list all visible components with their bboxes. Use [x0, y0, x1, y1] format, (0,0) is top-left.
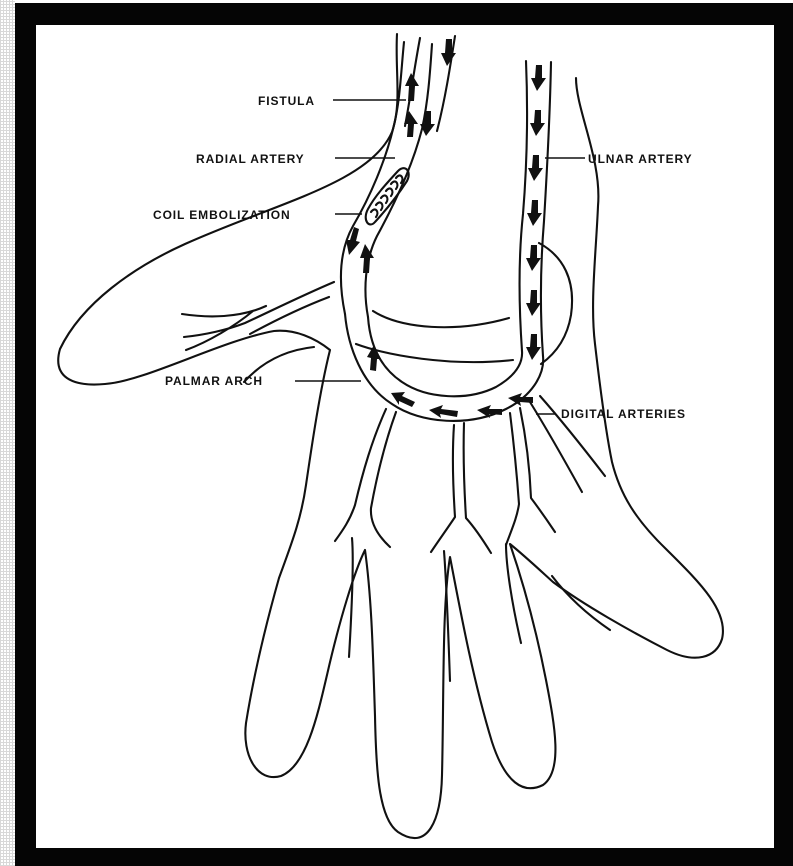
- arrow-arch-3: [429, 405, 458, 418]
- arrow-arch-1: [508, 393, 533, 406]
- arrow-ulnar-1: [531, 65, 546, 91]
- arrow-fistula-up-1: [405, 73, 419, 101]
- digital-artery-3: [506, 408, 555, 545]
- ulnar-artery-label: ULNAR ARTERY: [588, 152, 693, 166]
- arrow-ulnar-6: [526, 290, 541, 316]
- arrow-arch-2: [477, 405, 502, 418]
- arrow-ulnar-7: [526, 334, 541, 360]
- finger-gap-3: [506, 544, 521, 643]
- coil-embolization-label: COIL EMBOLIZATION: [153, 208, 291, 222]
- finger-gap-4: [552, 576, 610, 630]
- ulnar-artery-outer: [520, 61, 528, 351]
- ulnar-loop: [539, 243, 572, 364]
- palm-crease: [356, 311, 513, 362]
- palmar-arch-inner: [368, 317, 522, 396]
- arrow-radial-down: [346, 227, 360, 255]
- fistula-label: FISTULA: [258, 94, 315, 108]
- digital-artery-2: [431, 423, 491, 553]
- finger-gap-1: [349, 538, 353, 657]
- ulnar-artery-inner: [541, 62, 551, 356]
- digital-artery-1: [335, 409, 396, 547]
- thumb-contour: [182, 306, 314, 382]
- arrow-ulnar-3: [528, 155, 543, 181]
- arrow-ulnar-4: [527, 200, 542, 226]
- radial-artery-label: RADIAL ARTERY: [196, 152, 305, 166]
- digital-arteries-label: DIGITAL ARTERIES: [561, 407, 686, 421]
- arrow-ulnar-5: [526, 245, 541, 271]
- radial-artery-outer: [341, 42, 404, 314]
- arrow-ulnar-2: [530, 110, 545, 136]
- palmar-arch-label: PALMAR ARCH: [165, 374, 263, 388]
